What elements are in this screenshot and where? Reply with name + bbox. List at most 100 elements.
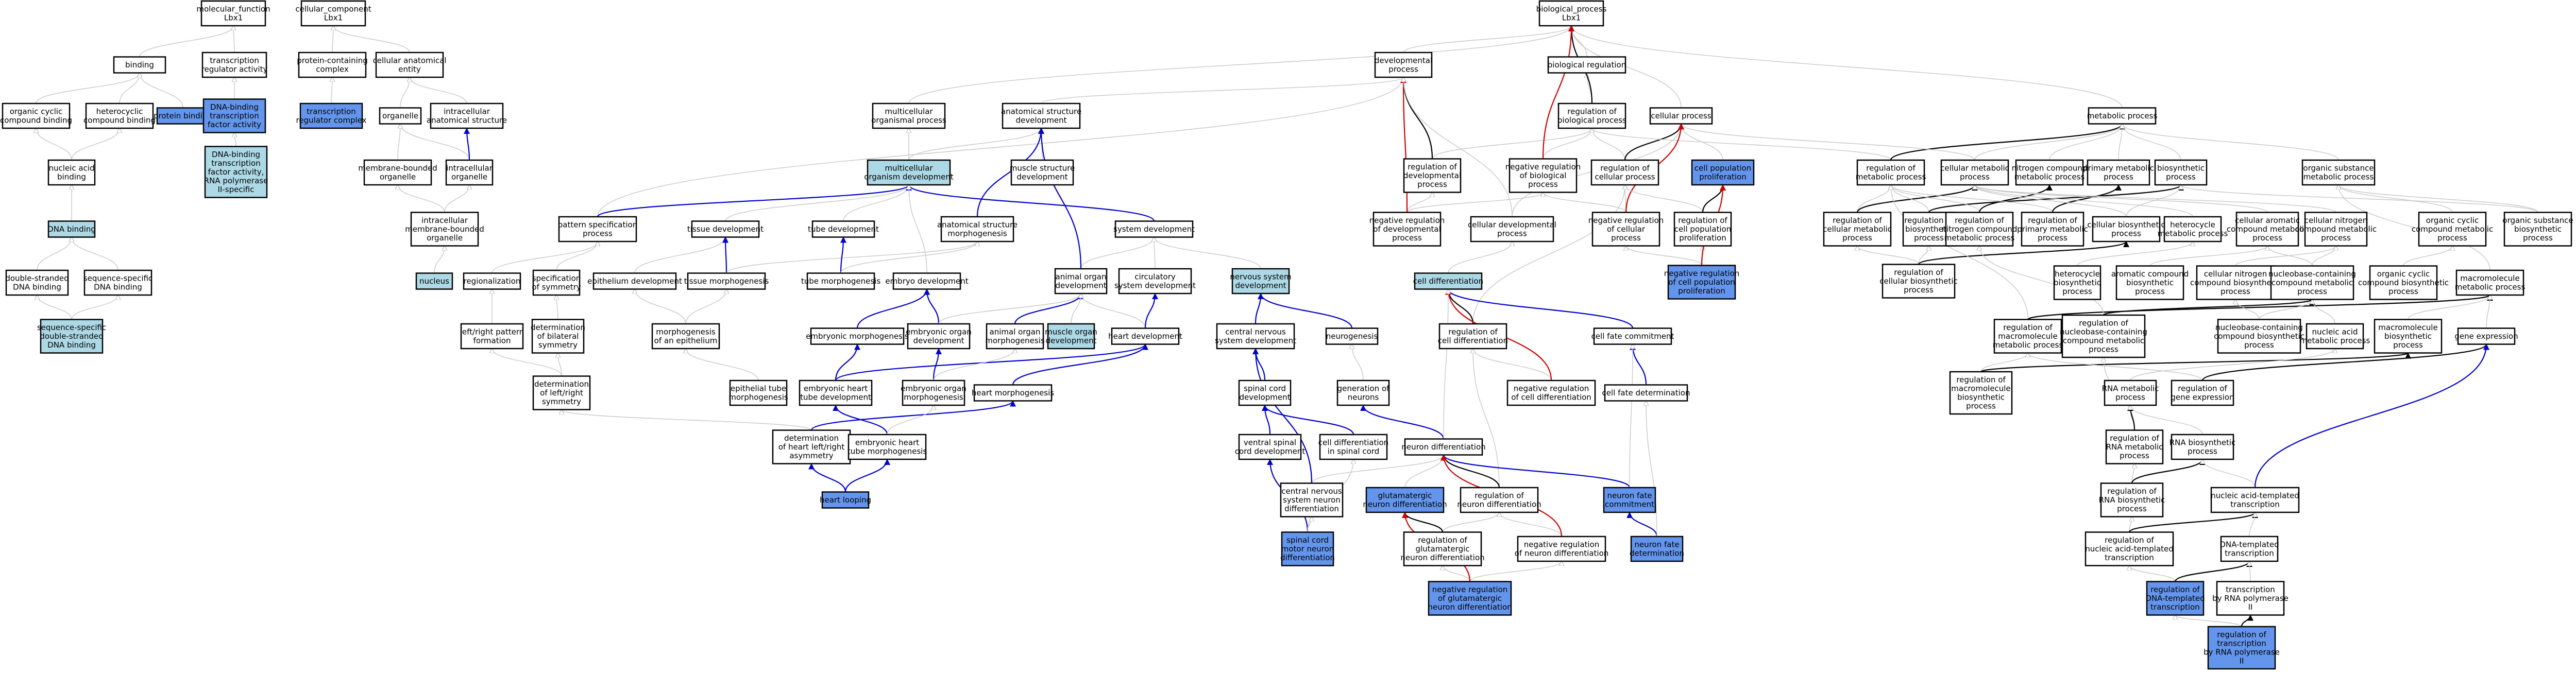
edge-is-a: [1472, 185, 1625, 324]
edge-part-of-blue: [1440, 454, 1631, 488]
term-label-line: neuron differentiation: [1457, 500, 1541, 509]
term-label-line: cell differentiation: [1318, 438, 1388, 447]
term-label-line: compound biosynthetic: [2358, 278, 2449, 287]
edge-part-of-blue: [810, 400, 1016, 431]
term-label-line: development: [1240, 393, 1291, 402]
term-label-line: metabolic process: [2300, 336, 2370, 345]
term-label-line: differentiation: [1280, 553, 1335, 562]
term-label-line: spinal cord: [1244, 384, 1286, 393]
edge-is-a: [1432, 128, 1592, 159]
edge-is-a: [397, 124, 400, 161]
term-label: metabolic process: [2087, 111, 2158, 120]
term-label-line: intracellular: [446, 164, 493, 173]
edge-is-a: [1975, 185, 2336, 213]
term-box: [2503, 212, 2572, 247]
term-label-line: cellular aromatic: [2235, 216, 2300, 225]
edge-regulates-black: [2027, 294, 2493, 320]
edge-part-of-blue: [2254, 343, 2489, 488]
edge-is-a: [2131, 464, 2134, 483]
edge-is-a: [434, 246, 445, 273]
edge-part-of-blue: [1012, 343, 1148, 385]
term-label-line: nucleus: [419, 276, 449, 286]
term-box: [2088, 107, 2157, 125]
edge-is-a: [1443, 566, 1470, 582]
term-label-line: negative regulation: [1514, 384, 1589, 393]
term-box: [1940, 159, 2009, 186]
term-label-line: process: [583, 229, 613, 238]
term-label-line: regulation of: [2003, 323, 2053, 332]
edge-regulates-black: [1918, 240, 2129, 265]
edge-regulates-black: [1402, 512, 1444, 532]
term-label-line: process: [2393, 340, 2423, 350]
edge-part-of-blue: [1262, 405, 1354, 435]
term-label-line: of cell population: [1668, 278, 1735, 287]
term-label-line: heart morphogenesis: [972, 388, 1054, 398]
term-box: [1054, 268, 1108, 295]
term-label-line: intracellular: [421, 216, 468, 225]
term-label: tube development: [808, 224, 879, 234]
term-label-line: process: [2135, 287, 2165, 296]
term-box: [298, 51, 367, 78]
term-box: [1460, 487, 1539, 513]
term-label-line: negative regulation: [1664, 269, 1740, 278]
term-label-line: regulation of: [1475, 491, 1524, 500]
edge-part-of-blue: [933, 348, 942, 381]
edge-is-a: [2338, 185, 2538, 213]
edge-is-a: [1980, 353, 2028, 372]
term-label-line: biosynthetic: [2384, 332, 2432, 341]
edge-is-a: [2235, 300, 2260, 320]
edge-regulates-black: [2103, 299, 2315, 316]
edge-is-a: [1891, 185, 2053, 213]
term-box: [1428, 581, 1512, 616]
term-box: [200, 0, 266, 27]
term-label-line: multicellular: [885, 164, 933, 173]
term-label-line: morphogenesis: [947, 229, 1007, 238]
term-label: heart morphogenesis: [972, 388, 1054, 398]
term-label-line: morphogenesis: [656, 327, 716, 337]
term-label-line: metabolic process: [2158, 229, 2228, 238]
term-label-line: nucleic acid: [2312, 327, 2358, 337]
term-box: [47, 159, 96, 186]
edge-is-a: [2129, 517, 2132, 532]
term-label-line: cellular biosynthetic: [2087, 220, 2165, 230]
term-label-line: DNA-templated: [2145, 594, 2205, 603]
edge-is-a: [1403, 26, 1571, 53]
edge-is-a: [139, 26, 233, 57]
edge-is-a: [2130, 405, 2203, 435]
term-box: [1823, 212, 1892, 247]
term-box: [806, 272, 875, 290]
term-label-line: of neuron differentiation: [1515, 549, 1609, 558]
term-label-line: proliferation: [1678, 286, 1725, 296]
term-box: [410, 212, 479, 247]
term-label-line: biosynthetic: [1957, 393, 2005, 402]
term-label-line: cellular process: [1595, 172, 1655, 182]
term-label-line: proliferation: [1679, 233, 1726, 243]
term-box: [558, 216, 637, 243]
term-box: [2220, 535, 2279, 562]
